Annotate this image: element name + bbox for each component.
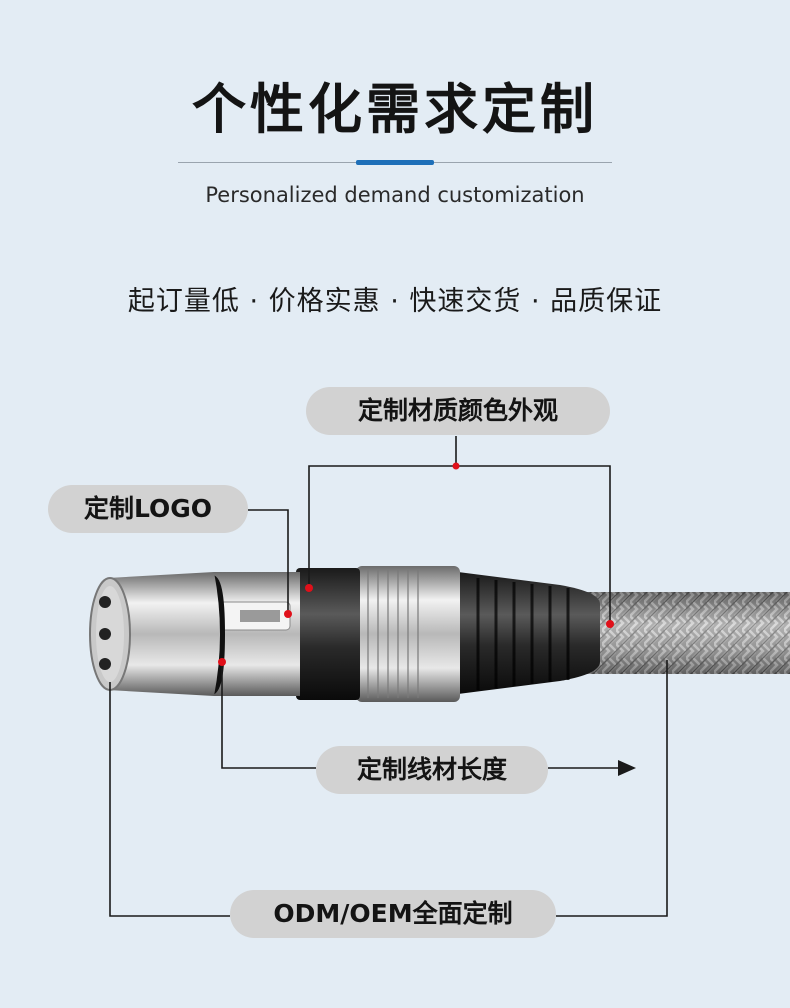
braided-cable [570,592,790,674]
page-title: 个性化需求定制 [192,78,598,141]
title-divider-accent [356,160,434,165]
callout-lines [109,436,668,917]
feature-list: 起订量低 · 价格实惠 · 快速交货 · 品质保证 [127,286,663,317]
strain-relief [458,572,600,694]
xlr-female-face [89,572,220,696]
page-subtitle: Personalized demand customization [205,183,585,207]
knurled-ring [356,566,460,702]
callout-length: 定制线材长度 [316,746,548,794]
arrow-right-icon [618,760,636,776]
color-band [296,568,360,700]
callout-material: 定制材质颜色外观 [306,387,610,435]
callout-logo: 定制LOGO [48,485,248,533]
callout-odm: ODM/OEM全面定制 [230,890,556,938]
callout-markers [218,462,614,666]
